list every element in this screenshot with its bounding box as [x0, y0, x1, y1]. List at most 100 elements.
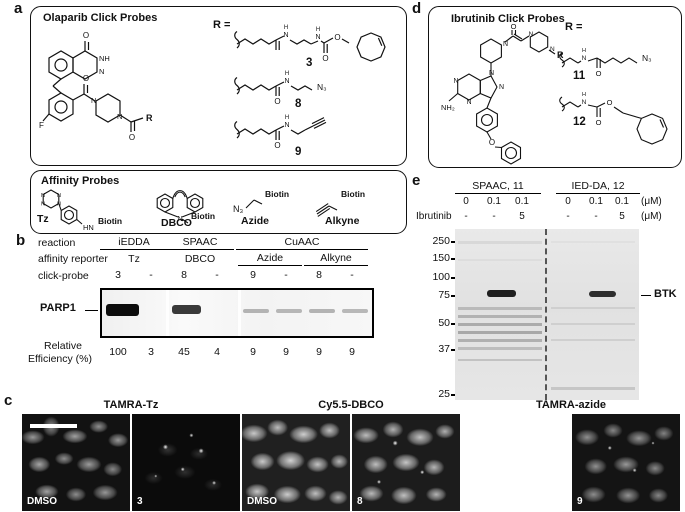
- conc-unit: (μM): [641, 196, 662, 207]
- efficiency-value: 100: [109, 346, 127, 358]
- tz-label: Tz: [37, 213, 49, 225]
- r-equals-label-d: R =: [565, 21, 583, 33]
- image-label: 8: [357, 496, 363, 507]
- compound-number-3: 3: [306, 57, 312, 69]
- r-group-11-structure: N H O N₃ 11: [559, 48, 652, 82]
- iedda-12-header: IED-DA, 12: [556, 180, 640, 194]
- svg-text:O: O: [274, 141, 280, 150]
- gel-streak: [458, 323, 542, 326]
- click-probe-value: -: [284, 269, 288, 281]
- reaction-cuaac: CuAAC: [236, 236, 368, 250]
- svg-text:N: N: [489, 70, 494, 77]
- azide-structure: N₃: [233, 199, 263, 214]
- image-label: DMSO: [247, 496, 277, 507]
- microscopy-image-8-dbco: 8: [352, 414, 460, 511]
- conc-value: 0.1: [515, 196, 529, 207]
- reaction-spaac: SPAAC: [166, 236, 234, 250]
- mw-marker: 75: [438, 289, 450, 301]
- efficiency-label-line2: Efficiency (%): [28, 353, 92, 365]
- ibrutinib-value: 5: [519, 211, 525, 222]
- gel-streak: [458, 347, 542, 350]
- dbco-label: DBCO: [161, 217, 192, 229]
- blot-splice-line: [166, 290, 169, 336]
- ibrutinib-row-label: Ibrutinib: [416, 211, 452, 222]
- svg-text:H: H: [582, 92, 586, 98]
- ibrutinib-unit: (μM): [641, 211, 662, 222]
- conc-value: 0.1: [615, 196, 629, 207]
- svg-text:NH: NH: [99, 54, 110, 63]
- mw-marker: 100: [432, 271, 450, 283]
- efficiency-value: 9: [316, 346, 322, 358]
- mw-marker: 25: [438, 388, 450, 400]
- mw-tick: [451, 295, 458, 297]
- svg-text:N: N: [503, 41, 508, 48]
- tz-biotin-label: Biotin: [98, 216, 123, 226]
- conc-value: 0: [565, 196, 571, 207]
- gel-streak: [458, 315, 542, 318]
- svg-text:N: N: [57, 193, 61, 199]
- affinity-probes-box: Affinity Probes N N N N HN Tz Biotin: [30, 170, 407, 234]
- click-probe-value: 8: [181, 269, 187, 281]
- svg-text:O: O: [83, 74, 89, 83]
- reporter-row-header: affinity reporter: [38, 253, 108, 265]
- efficiency-value: 9: [283, 346, 289, 358]
- svg-text:N: N: [284, 122, 289, 129]
- affinity-box-title: Affinity Probes: [41, 175, 120, 187]
- column-title-tamra-tz: TAMRA-Tz: [103, 399, 159, 411]
- tz-probe: N N N N HN Tz Biotin: [37, 187, 142, 232]
- svg-text:O: O: [322, 54, 328, 63]
- r-equals-label-a: R =: [213, 19, 231, 31]
- gel-streak: [551, 323, 635, 325]
- reaction-iedda: iEDDA: [100, 236, 168, 250]
- microscopy-image-dmso-azide: DMSO: [462, 414, 570, 511]
- svg-text:N: N: [466, 99, 471, 106]
- gel-streak: [458, 259, 542, 261]
- svg-text:N: N: [453, 78, 458, 85]
- mw-tick: [451, 323, 458, 325]
- click-probe-value: 3: [115, 269, 121, 281]
- gel-band: [172, 305, 201, 314]
- ibrutinib-value: -: [492, 211, 496, 222]
- parp1-blot: [100, 288, 374, 338]
- efficiency-value: 9: [349, 346, 355, 358]
- svg-text:N: N: [57, 202, 61, 208]
- svg-text:N: N: [41, 193, 45, 199]
- reporter-azide: Azide: [238, 252, 302, 266]
- gel-streak: [551, 307, 635, 309]
- svg-text:N: N: [284, 78, 289, 85]
- svg-text:O: O: [129, 133, 135, 142]
- svg-text:F: F: [39, 121, 44, 130]
- gel-streak: [458, 307, 542, 310]
- svg-text:O: O: [334, 33, 340, 42]
- image-label: DMSO: [27, 496, 57, 507]
- gel-streak: [551, 339, 635, 341]
- column-title-cy55-dbco: Cy5.5-DBCO: [318, 399, 384, 411]
- gel-streak: [458, 359, 542, 361]
- click-probe-value: -: [215, 269, 219, 281]
- ibrutinib-value: -: [464, 211, 468, 222]
- mw-marker: 250: [432, 235, 450, 247]
- svg-text:N: N: [499, 84, 504, 91]
- btk-label: BTK: [654, 288, 677, 300]
- alkyne-label: Alkyne: [325, 215, 360, 227]
- gel-streak: [458, 331, 542, 334]
- image-label: 3: [137, 496, 143, 507]
- ibrutinib-structure: N O N N R N N N N NH₂ O: [441, 22, 564, 165]
- svg-text:N: N: [177, 216, 182, 223]
- reporter-alkyne: Alkyne: [304, 252, 368, 266]
- svg-text:H: H: [285, 115, 289, 121]
- olaparib-structure: O NH N F O N N O R: [39, 31, 153, 142]
- svg-text:N₃: N₃: [317, 82, 327, 92]
- efficiency-label-line1: Relative: [44, 340, 82, 352]
- mw-marker: 37: [438, 343, 450, 355]
- microscopy-image-dmso-tz: DMSO: [22, 414, 130, 511]
- reporter-tz: Tz: [128, 253, 140, 265]
- ibrutinib-value: -: [566, 211, 570, 222]
- olaparib-box-title: Olaparib Click Probes: [43, 12, 158, 24]
- mw-tick: [451, 394, 458, 396]
- svg-text:O: O: [489, 138, 495, 147]
- gel-streak: [458, 241, 542, 244]
- mw-tick: [451, 349, 458, 351]
- efficiency-value: 45: [178, 346, 190, 358]
